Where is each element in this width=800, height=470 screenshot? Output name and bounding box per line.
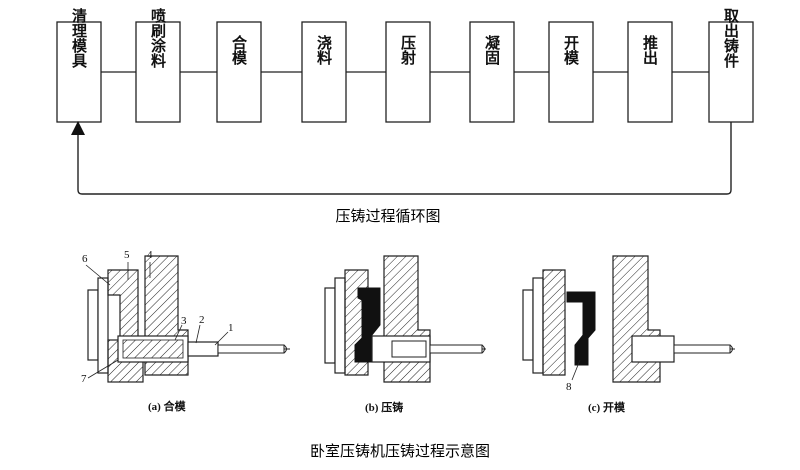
step-box-spray-coating: 喷刷涂料: [135, 8, 181, 123]
callout-labels: [85, 262, 229, 379]
step-label: 压射: [399, 35, 417, 66]
step-label: 凝固: [483, 35, 501, 66]
callout-3: 3: [181, 315, 187, 327]
step-label: 开模: [562, 35, 580, 66]
panel-a-caption: (a) 合模: [148, 399, 187, 413]
step-box-solidify: 凝固: [469, 21, 515, 123]
process-flow: 清理模具 喷刷涂料 合模 浇料 压射 凝固 开模 推出: [56, 7, 754, 225]
step-box-remove-casting: 取出铸件: [708, 8, 754, 123]
step-label: 合模: [230, 34, 248, 66]
callout-6: 6: [82, 253, 88, 265]
flow-caption: 压铸过程循环图: [335, 207, 440, 225]
step-label: 清理模具: [70, 7, 88, 69]
callout-8: 8: [566, 381, 572, 393]
callout-4: 4: [147, 249, 153, 261]
panel-c-caption: (c) 开模: [588, 400, 626, 414]
panel-a-close-mold: 6 5 4 3 2 1 7 (a) 合模: [81, 249, 290, 413]
panel-b-caption: (b) 压铸: [365, 400, 403, 414]
callout-1: 1: [228, 322, 234, 334]
callout-7: 7: [81, 373, 87, 385]
callout-5: 5: [124, 249, 130, 261]
step-box-eject: 推出: [627, 21, 673, 123]
step-label: 喷刷涂料: [149, 8, 167, 69]
machine-caption: 卧室压铸机压铸过程示意图: [310, 442, 490, 460]
step-box-inject: 压射: [385, 21, 431, 123]
loop-return-arrow: [71, 121, 732, 195]
step-label: 取出铸件: [722, 8, 740, 69]
step-box-pour: 浇料: [301, 21, 347, 123]
step-box-close-mold: 合模: [216, 21, 262, 123]
step-box-clean-mold: 清理模具: [56, 7, 102, 123]
panel-b-die-cast: (b) 压铸: [324, 255, 486, 414]
step-label: 浇料: [315, 34, 333, 66]
step-box-open-mold: 开模: [548, 21, 594, 123]
callout-2: 2: [199, 314, 205, 326]
step-label: 推出: [641, 34, 659, 66]
panel-c-open-mold: 8 (c) 开模: [522, 255, 735, 414]
die-casting-machine-diagram: 6 5 4 3 2 1 7 (a) 合模 (b) 压铸: [81, 249, 735, 460]
